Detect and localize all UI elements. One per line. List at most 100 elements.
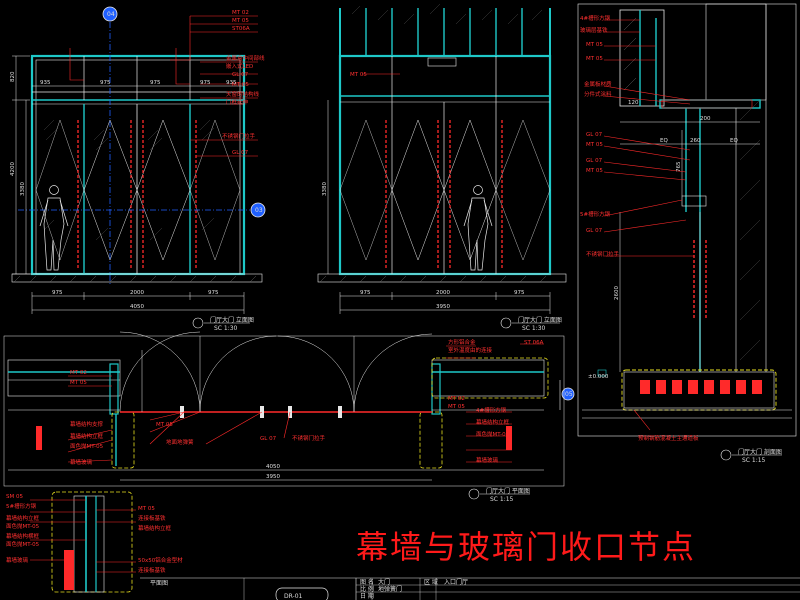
title-block-r1a: 图 名 (360, 578, 374, 586)
plan-left-note-1: 幕墙结构支撑 (70, 420, 104, 428)
elevation-front-vdim-3: 3380 (20, 182, 26, 196)
section-note-11: 5#槽形方钢 (580, 210, 611, 218)
elevation-front-dim-upper-1: 935 (40, 80, 51, 86)
section-note-4: MT 05 (586, 56, 603, 62)
plan-center-note-1: 不锈钢门拉手 (292, 434, 326, 442)
detail-tag-1: SM 05 (6, 494, 23, 500)
elevation-front-tag-1: MT 02 (232, 10, 249, 16)
elevation-front-note-5: 天窗的结构线 (226, 90, 260, 98)
elevation-front-dim-total: 4050 (130, 304, 144, 310)
drawing-title: 幕墙与玻璃门收口节点 (356, 528, 697, 566)
plan-left-tag-1: MT 02 (70, 370, 87, 376)
elevation-front-note-7: 不锈钢门拉手 (222, 132, 256, 140)
corner-detail (30, 491, 136, 593)
section-scale: SC 1:15 (742, 457, 766, 464)
plan-left-note-3: 面色抛MT-05 (70, 442, 104, 450)
plan-left-note-2: 幕墙结构立框 (70, 432, 104, 440)
front-elevation (11, 6, 266, 329)
title-block-r3a: 日 期 (360, 592, 374, 600)
plan-center-note-2: 地面地弹簧 (166, 438, 194, 446)
plan-right-note-3: 幕墙结构立框 (476, 418, 510, 426)
elevation-front-note-8: GL 07 (232, 150, 249, 156)
title-block-left-text: 平面图 (150, 580, 168, 587)
elevation-front-dim-upper-2: 975 (100, 80, 111, 86)
elevation-back-scale: SC 1:30 (522, 325, 546, 332)
plan-left-tag-2: MT 05 (70, 380, 87, 386)
elevation-back-dim-1: 975 (360, 290, 371, 296)
section-note-9: GL 07 (586, 158, 603, 164)
section-detail (559, 3, 797, 461)
detail-note-r2: 幕墙结构立框 (138, 524, 172, 532)
plan-detail (3, 331, 565, 500)
elevation-front-dim-upper-4: 975 (200, 80, 211, 86)
plan-scale: SC 1:15 (490, 496, 514, 503)
plan-center-tag-1: MT 05 (156, 422, 173, 428)
section-note-12: GL 07 (586, 228, 603, 234)
section-dim-5: EQ (730, 138, 738, 144)
elevation-front-note-1: 金属盒中间部线 (226, 54, 265, 62)
section-note-6: 分件式涂料 (584, 90, 612, 98)
section-note-8: MT 05 (586, 142, 603, 148)
detail-tag-2: MT 05 (138, 506, 155, 512)
detail-note-r1: 连接板基铁 (138, 514, 166, 522)
elevation-front-vdim-2: 4200 (10, 162, 16, 176)
section-dim-1: 120 (628, 100, 639, 106)
elevation-back-caption: 门厅大门 立面图 (518, 316, 562, 324)
plan-right-tag-1: ST 06A (524, 340, 544, 346)
title-block-r1b: 大门 (378, 578, 390, 586)
plan-dim-2: 3950 (266, 474, 280, 480)
section-note-13: 不锈钢门拉手 (586, 250, 620, 258)
section-dim-2: 200 (700, 116, 711, 122)
elevation-back-vdim: 3380 (322, 182, 328, 196)
elevation-front-note-6: 门框延伸 (226, 98, 249, 106)
elevation-front-tag-2: MT 05 (232, 18, 249, 24)
section-caption: 门厅大门 剖面图 (738, 448, 782, 456)
elevation-front-bubble-top: 04 (107, 11, 115, 18)
section-note-1: 4#槽形方钢 (580, 14, 611, 22)
elevation-front-dim-2: 2000 (130, 290, 144, 296)
detail-note-r4: 连接板基铁 (138, 566, 166, 574)
section-note-3: MT 05 (586, 42, 603, 48)
section-dim-3: 260 (690, 138, 701, 144)
detail-note-3: 面色抛MT-05 (6, 522, 40, 530)
section-bottom-note: 预制钢筋混凝土主通道板 (638, 434, 699, 442)
section-dim-4: EQ (660, 138, 668, 144)
elevation-front-dim-upper-5: 935 (226, 80, 237, 86)
title-block-r2a: 比 例 (360, 585, 374, 593)
plan-center-note-3: 4#槽形方钢 (476, 406, 507, 414)
plan-center-tag-2: GL 07 (260, 436, 277, 442)
elevation-front-scale: SC 1:30 (214, 325, 238, 332)
section-level: ±0.000 (588, 374, 609, 380)
elevation-front-dim-3: 975 (208, 290, 219, 296)
plan-right-tag-2: MT 02 (448, 396, 465, 402)
elevation-front-vdim-1: 820 (10, 71, 16, 82)
section-note-2: 玻璃层基铁 (580, 26, 608, 34)
section-note-10: MT 05 (586, 168, 603, 174)
elevation-back-tag: MT 05 (350, 72, 367, 78)
title-block-r1c: 区 域 (424, 578, 438, 586)
elevation-front-note-4: MT 05 (232, 82, 249, 88)
elevation-front-note-2: 嵌入式LED (226, 62, 253, 70)
section-bubble: 05 (565, 391, 573, 398)
drawing-number: DR-01 (284, 593, 303, 600)
detail-note-5: 面色抛MT-05 (6, 540, 40, 548)
elevation-front-tag-3: ST06A (232, 26, 250, 32)
section-dim-6: 765 (676, 161, 682, 172)
elevation-front-dim-1: 975 (52, 290, 63, 296)
elevation-back-dim-total: 3950 (436, 304, 450, 310)
detail-note-6: 幕墙玻璃 (6, 556, 29, 564)
title-block (140, 577, 800, 600)
title-block-r2b: 地弹簧门 (378, 585, 402, 593)
plan-right-note-2: 室外温度由的连接 (448, 346, 493, 354)
elevation-front-bubble-side: 03 (255, 207, 263, 214)
detail-note-4: 幕墙结构横框 (6, 532, 40, 540)
elevation-front-caption: 门厅大门 立面图 (210, 316, 254, 324)
plan-caption: 门厅大门 平面图 (486, 487, 530, 495)
elevation-front-note-3: GL 07 (232, 72, 249, 78)
plan-right-note-5: 幕墙玻璃 (476, 456, 499, 464)
title-block-r1d: 入口门厅 (444, 578, 468, 586)
section-dim-7: 2600 (614, 286, 620, 300)
plan-right-tag-3: MT 05 (448, 404, 465, 410)
plan-right-note-1: 方形铝合金 (448, 338, 476, 346)
